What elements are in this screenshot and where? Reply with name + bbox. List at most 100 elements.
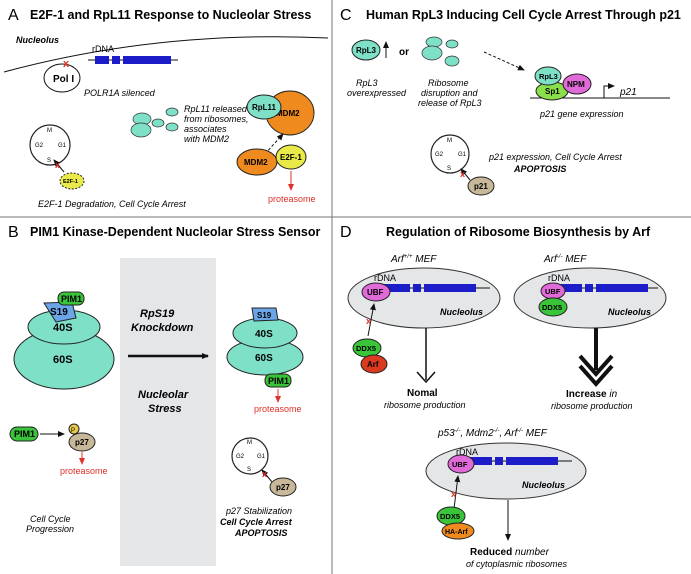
panel-b-title: PIM1 Kinase-Dependent Nucleolar Stress S… xyxy=(30,225,321,239)
panel-c: C Human RpL3 Inducing Cell Cycle Arrest … xyxy=(340,7,681,196)
nucleolus-tko xyxy=(425,442,587,500)
ha-arf-label: HA-Arf xyxy=(445,529,468,536)
normal-label-1: Nomal xyxy=(407,388,438,399)
rdna-label-tko: rDNA xyxy=(456,447,478,457)
arf-protein xyxy=(360,354,388,374)
cycle-g1-c: G1 xyxy=(458,152,467,158)
p27-stabilized xyxy=(269,477,297,497)
panel-c-title: Human RpL3 Inducing Cell Cycle Arrest Th… xyxy=(366,8,681,22)
expression-label: p21 gene expression xyxy=(539,109,624,119)
ddx5-haarf-arrow xyxy=(453,475,461,510)
ubf-label-wt: UBF xyxy=(367,288,384,297)
pol-i-enzyme xyxy=(43,63,81,93)
ribosome-fragment xyxy=(165,107,179,117)
stress-label-1: Nucleolar xyxy=(138,389,189,401)
pol-i-label: Pol I xyxy=(53,74,74,85)
rdna-gene-ko-2 xyxy=(585,284,593,292)
s19-label: S19 xyxy=(50,307,68,318)
p27-block-arrow xyxy=(261,469,273,483)
p21-block-arrow xyxy=(460,168,471,181)
ribosome-fragment xyxy=(130,122,152,138)
block-cross-d1: x xyxy=(366,316,371,326)
increase-arrow-head-1 xyxy=(578,354,614,378)
released-text-1: RpL11 released xyxy=(184,104,248,114)
cell-cycle-circle xyxy=(29,124,71,166)
block-cross-d2: x xyxy=(451,489,456,499)
cycle-s-b: S xyxy=(247,467,251,473)
panel-b: B PIM1 Kinase-Dependent Nucleolar Stress… xyxy=(8,224,321,566)
e2f1-small-label: E2F-1 xyxy=(63,179,78,185)
panel-b-letter: B xyxy=(8,224,19,241)
ubf-tko xyxy=(447,454,475,474)
rdna-gene-wt-1 xyxy=(380,284,410,292)
sp1-label: Sp1 xyxy=(545,87,560,96)
cycle-m: M xyxy=(47,128,52,134)
ubf-label-ko: UBF xyxy=(545,287,561,296)
nucleolus-label-tko: Nucleolus xyxy=(522,480,565,490)
proteasome-label-b: proteasome xyxy=(254,404,302,414)
40s-label-2: 40S xyxy=(255,329,273,340)
panel-a-letter: A xyxy=(8,7,19,24)
p27-label: p27 xyxy=(75,438,89,447)
rdna-label-wt: rDNA xyxy=(374,273,396,283)
ribosome-label-3: release of RpL3 xyxy=(418,98,482,108)
apoptosis-label: APOPTOSIS xyxy=(234,528,287,538)
nucleolus-label-wt: Nucleolus xyxy=(440,307,483,317)
reduced-label-1: Reduced number xyxy=(470,547,550,558)
ha-arf-protein xyxy=(441,522,475,540)
rdna-label-ko: rDNA xyxy=(548,273,570,283)
cycle-m-c: M xyxy=(447,138,452,144)
panel-d: D Regulation of Ribosome Biosynthesis by… xyxy=(340,224,667,569)
e2f1-degraded xyxy=(59,172,85,190)
cell-cycle-circle-b xyxy=(231,437,269,475)
progress-label-1: Cell Cycle xyxy=(30,514,71,524)
block-cross-b: x xyxy=(262,469,267,479)
arrest-label-c: p21 expression, Cell Cycle Arrest xyxy=(488,152,622,162)
arf-label: Arf xyxy=(367,360,379,369)
panel-a-title: E2F-1 and RpL11 Response to Nucleolar St… xyxy=(30,8,311,22)
ribosome-label-1: Ribosome xyxy=(428,78,469,88)
pim1-free-label: PIM1 xyxy=(268,376,289,386)
increase-label-1: Increase in xyxy=(566,389,618,400)
nucleolus-wt xyxy=(347,267,501,329)
wt-label: Arf+/+ MEF xyxy=(390,254,437,265)
cycle-g1: G1 xyxy=(58,143,67,149)
mdm2-label: MDM2 xyxy=(276,109,300,118)
ribosome-fragment-c xyxy=(421,45,443,61)
p21-protein-label: p21 xyxy=(474,182,488,191)
treatment-band xyxy=(120,258,216,566)
association-arrow xyxy=(264,133,284,155)
ubf-label-tko: UBF xyxy=(452,460,468,469)
progress-label-2: Progression xyxy=(26,524,74,534)
cycle-s-c: S xyxy=(447,166,451,172)
pim1-bound-label: PIM1 xyxy=(61,294,82,304)
cycle-g2-b: G2 xyxy=(236,454,245,460)
panel-a-caption: E2F-1 Degradation, Cell Cycle Arrest xyxy=(38,199,186,209)
cycle-s: S xyxy=(47,158,51,164)
cycle-g1-b: G1 xyxy=(257,454,266,460)
rdna-gene-wt-2 xyxy=(413,284,421,292)
transcription-start-arrow xyxy=(603,83,615,98)
rpl11-protein xyxy=(246,94,282,120)
tko-label: p53-/-, Mdm2-/-, Arf-/- MEF xyxy=(437,428,548,439)
s19-label-2: S19 xyxy=(257,311,272,320)
cell-cycle-circle-c xyxy=(430,134,470,174)
rdna-gene-wt-3 xyxy=(424,284,476,292)
ribosome-fragment-c xyxy=(445,39,459,49)
or-label: or xyxy=(399,47,409,58)
stress-label-2: Stress xyxy=(148,403,182,415)
p27-stabilized-label: p27 xyxy=(276,483,290,492)
rpl11-label: RpL11 xyxy=(252,103,277,112)
block-cross-c: x xyxy=(460,169,465,179)
p21-gene-label: p21 xyxy=(619,87,637,98)
released-text-4: with MDM2 xyxy=(184,134,229,144)
proteasome-label-c: proteasome xyxy=(60,466,108,476)
ddx5-arf-arrow xyxy=(367,303,376,337)
released-text-2: from ribosomes, xyxy=(184,114,249,124)
ribosome-label-2: disruption and xyxy=(421,88,479,98)
pim1-bound xyxy=(57,291,85,306)
rpl3-protein xyxy=(351,39,381,61)
s19-protein-2 xyxy=(251,307,279,322)
cycle-m-b: M xyxy=(247,440,252,446)
